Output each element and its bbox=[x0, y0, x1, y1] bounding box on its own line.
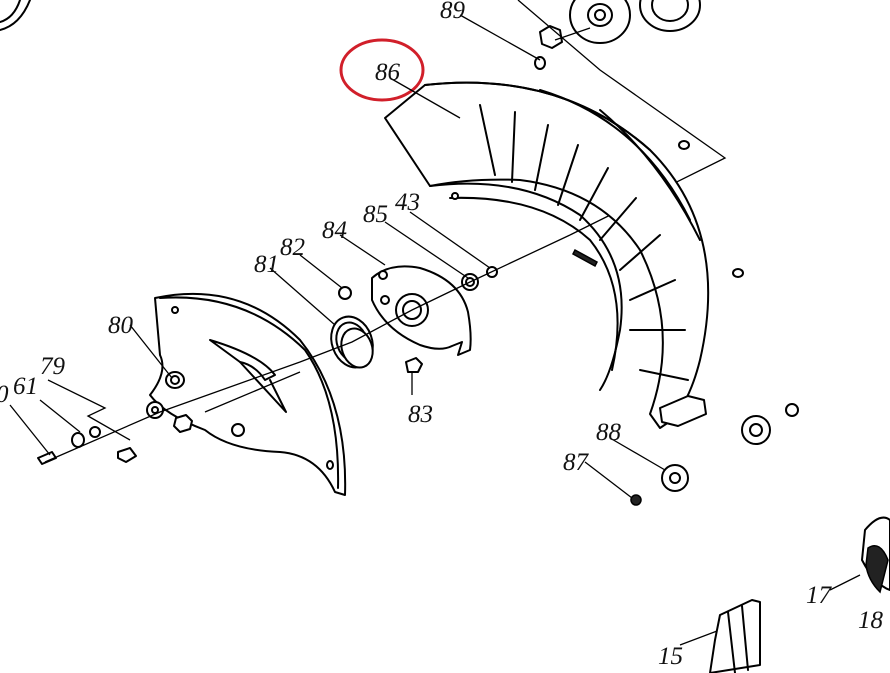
axis-79-bracket bbox=[47, 379, 131, 441]
screw-83 bbox=[405, 357, 423, 373]
screw-60 bbox=[37, 451, 57, 465]
label-60: 0 bbox=[0, 381, 9, 408]
label-80: 80 bbox=[108, 312, 134, 339]
partial-part-17-18 bbox=[861, 516, 890, 594]
label-88: 88 bbox=[596, 419, 622, 446]
partial-part-top-left-ring bbox=[0, 0, 21, 23]
label-18: 18 bbox=[858, 607, 884, 634]
bushing bbox=[117, 447, 137, 463]
washer-61 bbox=[71, 432, 85, 448]
washer-88-inner bbox=[669, 472, 681, 484]
label-85: 85 bbox=[363, 201, 388, 228]
screw-82 bbox=[338, 286, 352, 300]
assembly-axis bbox=[44, 234, 571, 463]
mounting-plate bbox=[371, 265, 472, 356]
label-81: 81 bbox=[254, 251, 279, 278]
nut-79 bbox=[89, 426, 101, 438]
label-89: 89 bbox=[440, 0, 466, 24]
screw-87 bbox=[630, 494, 642, 506]
label-15: 15 bbox=[658, 643, 683, 670]
assembly-axis-lower bbox=[204, 371, 301, 413]
nut-right bbox=[785, 403, 799, 417]
partial-part-15 bbox=[709, 599, 761, 673]
upper-blade-guard bbox=[384, 81, 710, 429]
label-83: 83 bbox=[408, 401, 433, 428]
label-86: 86 bbox=[375, 59, 401, 86]
leader-lines bbox=[9, 14, 861, 646]
partial-part-top-left bbox=[0, 0, 31, 31]
highlight-circle bbox=[339, 38, 425, 102]
label-84: 84 bbox=[322, 217, 347, 244]
label-43: 43 bbox=[395, 189, 420, 216]
label-61: 61 bbox=[13, 373, 38, 400]
label-82: 82 bbox=[280, 234, 305, 261]
label-87: 87 bbox=[563, 449, 590, 476]
label-17: 17 bbox=[806, 582, 833, 609]
label-79: 79 bbox=[40, 353, 66, 380]
washer-right-inner bbox=[749, 423, 763, 437]
